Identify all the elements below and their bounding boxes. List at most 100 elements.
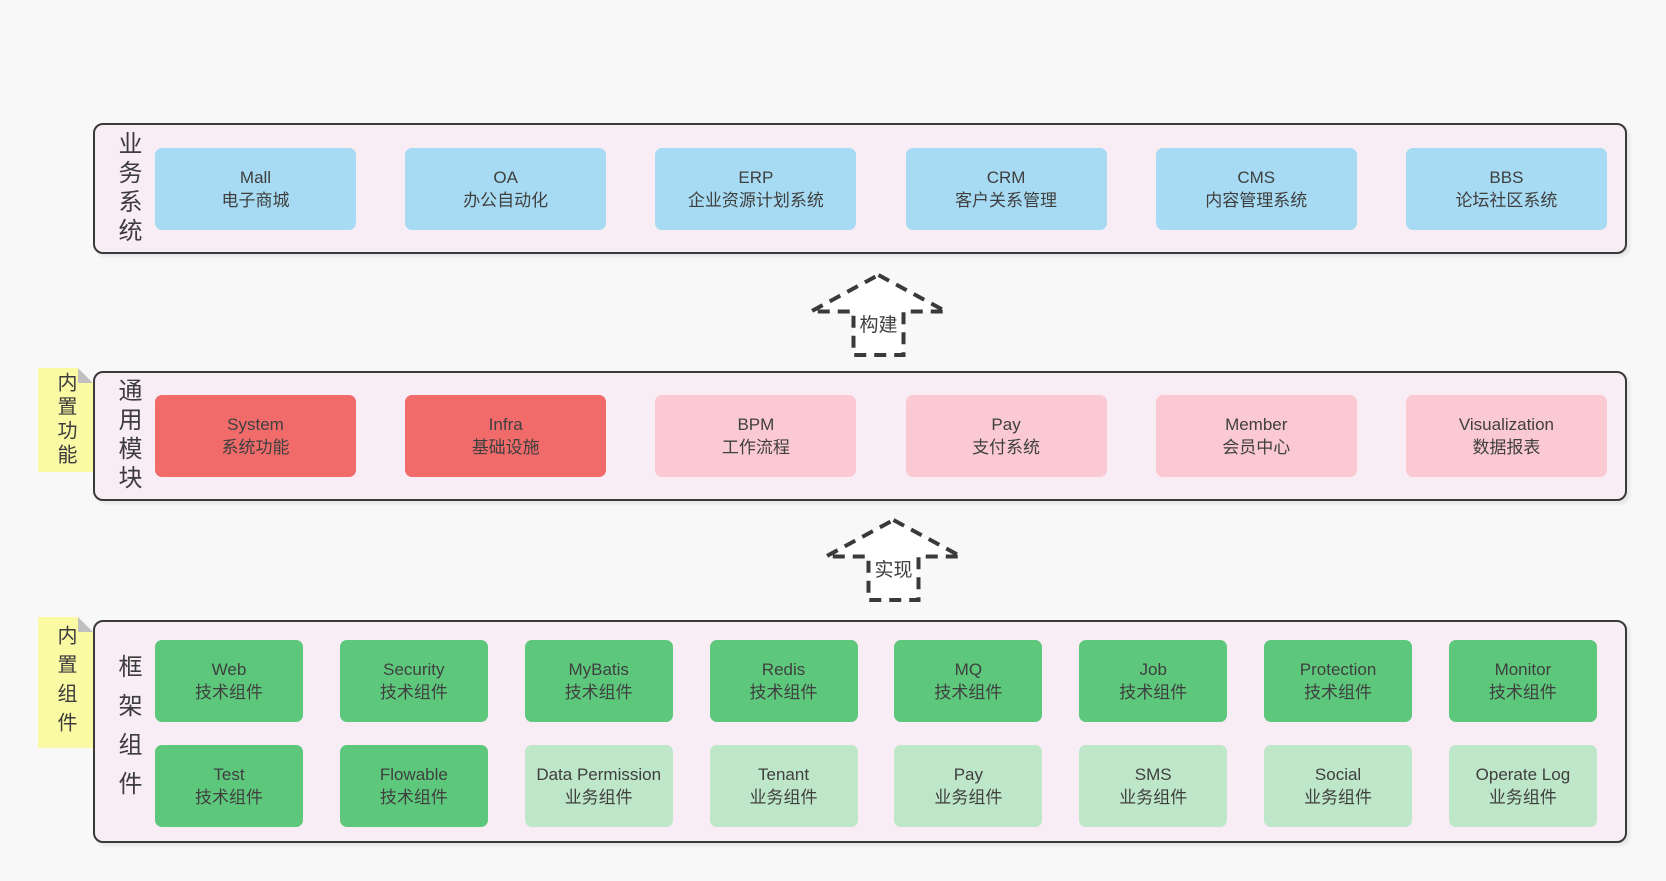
box-sub: 技术组件 — [564, 683, 633, 702]
builtin-features-label: 内置功能 — [54, 372, 76, 468]
box-name: Pay — [953, 765, 984, 784]
box-cms: CMS 内容管理系统 — [1155, 147, 1357, 230]
box-bbs: BBS 论坛社区系统 — [1405, 147, 1607, 230]
box-data-permission: Data Permission 业务组件 — [524, 745, 673, 827]
box-name: Data Permission — [536, 765, 662, 784]
arrow-label-bg — [857, 313, 900, 335]
box-name: Test — [213, 765, 245, 784]
box-web: Web 技术组件 — [155, 640, 303, 722]
framework-components-title: 框架组件 — [114, 653, 141, 810]
box-tenant: Tenant 业务组件 — [709, 745, 858, 827]
box-name: BPM — [737, 415, 775, 434]
sticky-folded-corner — [78, 368, 93, 383]
box-sub: 业务组件 — [1304, 788, 1373, 807]
box-name: Visualization — [1458, 415, 1554, 434]
build-arrow-label: 构建 — [859, 314, 897, 336]
build-arrow: 构建 — [810, 272, 947, 357]
box-mybatis: MyBatis 技术组件 — [524, 640, 673, 722]
box-mall: Mall 电子商城 — [155, 147, 356, 230]
box-sub: 会员中心 — [1222, 438, 1291, 457]
box-name: Operate Log — [1475, 765, 1571, 784]
box-name: Monitor — [1494, 660, 1552, 679]
box-mq: MQ 技术组件 — [894, 640, 1043, 722]
box-operate-log: Operate Log 业务组件 — [1448, 745, 1597, 827]
implement-arrow-label: 实现 — [874, 559, 912, 581]
box-name: BBS — [1489, 167, 1524, 187]
box-name: Security — [383, 660, 445, 679]
business-systems-panel: 业务系统 Mall 电子商城 OA 办公自动化 ERP 企业资源计划系统 CRM… — [93, 123, 1627, 254]
box-bpm: BPM 工作流程 — [655, 395, 857, 477]
box-flowable: Flowable 技术组件 — [339, 745, 488, 827]
box-visualization: Visualization 数据报表 — [1405, 395, 1607, 477]
box-name: Member — [1225, 415, 1288, 434]
box-protection: Protection 技术组件 — [1264, 640, 1413, 722]
box-sub: 电子商城 — [221, 190, 290, 210]
box-sub: 业务组件 — [1119, 788, 1188, 807]
box-name: CMS — [1237, 167, 1276, 187]
box-sub: 客户关系管理 — [955, 190, 1058, 210]
box-oa: OA 办公自动化 — [405, 147, 607, 230]
box-sub: 工作流程 — [721, 438, 790, 457]
box-sub: 技术组件 — [1119, 683, 1188, 702]
box-name: MyBatis — [568, 660, 629, 679]
box-security: Security 技术组件 — [339, 640, 488, 722]
implement-arrow: 实现 — [825, 517, 962, 602]
box-name: Web — [211, 660, 247, 679]
box-name: Mall — [239, 167, 272, 187]
business-systems-title: 业务系统 — [114, 130, 141, 247]
box-name: Protection — [1299, 660, 1377, 679]
builtin-components-label: 内置组件 — [54, 624, 76, 741]
framework-row-1: Web 技术组件 Security 技术组件 MyBatis 技术组件 Redi… — [155, 640, 1597, 722]
box-sub: 技术组件 — [379, 683, 448, 702]
box-redis: Redis 技术组件 — [709, 640, 858, 722]
framework-components-panel: 框架组件 Web 技术组件 Security 技术组件 MyBatis 技术组件… — [93, 620, 1627, 843]
box-sub: 基础设施 — [471, 438, 540, 457]
sticky-folded-corner — [78, 617, 93, 632]
box-sub: 技术组件 — [195, 788, 263, 807]
box-name: System — [227, 415, 284, 434]
box-name: ERP — [738, 167, 774, 187]
box-erp: ERP 企业资源计划系统 — [655, 147, 857, 230]
box-social: Social 业务组件 — [1264, 745, 1413, 827]
common-modules-row: System 系统功能 Infra 基础设施 BPM 工作流程 Pay 支付系统… — [155, 395, 1607, 477]
box-name: Social — [1314, 765, 1362, 784]
builtin-features-sticky: 内置功能 — [38, 368, 93, 472]
box-sub: 内容管理系统 — [1205, 190, 1308, 210]
common-modules-title: 通用模块 — [114, 378, 141, 494]
common-modules-panel: 通用模块 System 系统功能 Infra 基础设施 BPM 工作流程 Pay… — [93, 371, 1627, 501]
box-system: System 系统功能 — [155, 395, 356, 477]
box-sub: 论坛社区系统 — [1455, 190, 1558, 210]
box-name: Infra — [488, 415, 523, 434]
box-name: Job — [1139, 660, 1167, 679]
framework-components-grid: Web 技术组件 Security 技术组件 MyBatis 技术组件 Redi… — [155, 640, 1597, 850]
box-name: MQ — [954, 660, 983, 679]
builtin-components-sticky: 内置组件 — [38, 617, 93, 748]
box-sub: 技术组件 — [1488, 683, 1557, 702]
box-sub: 业务组件 — [1488, 788, 1557, 807]
box-sub: 技术组件 — [1304, 683, 1373, 702]
box-sub: 业务组件 — [564, 788, 633, 807]
box-name: CRM — [986, 167, 1026, 187]
box-pay-module: Pay 支付系统 — [905, 395, 1107, 477]
box-sms: SMS 业务组件 — [1079, 745, 1228, 827]
box-test: Test 技术组件 — [155, 745, 303, 827]
box-name: OA — [493, 167, 518, 187]
box-crm: CRM 客户关系管理 — [905, 147, 1107, 230]
box-sub: 业务组件 — [749, 788, 818, 807]
box-sub: 企业资源计划系统 — [687, 190, 824, 210]
box-name: Pay — [991, 415, 1021, 434]
box-name: Tenant — [758, 765, 810, 784]
box-pay-component: Pay 业务组件 — [894, 745, 1043, 827]
box-sub: 支付系统 — [972, 438, 1041, 457]
box-infra: Infra 基础设施 — [405, 395, 607, 477]
box-sub: 技术组件 — [749, 683, 818, 702]
arrow-label-bg — [872, 558, 915, 580]
box-sub: 技术组件 — [379, 788, 448, 807]
business-systems-row: Mall 电子商城 OA 办公自动化 ERP 企业资源计划系统 CRM 客户关系… — [155, 147, 1607, 230]
box-sub: 技术组件 — [934, 683, 1003, 702]
box-monitor: Monitor 技术组件 — [1448, 640, 1597, 722]
box-name: SMS — [1134, 765, 1172, 784]
box-name: Redis — [761, 660, 806, 679]
box-job: Job 技术组件 — [1079, 640, 1228, 722]
